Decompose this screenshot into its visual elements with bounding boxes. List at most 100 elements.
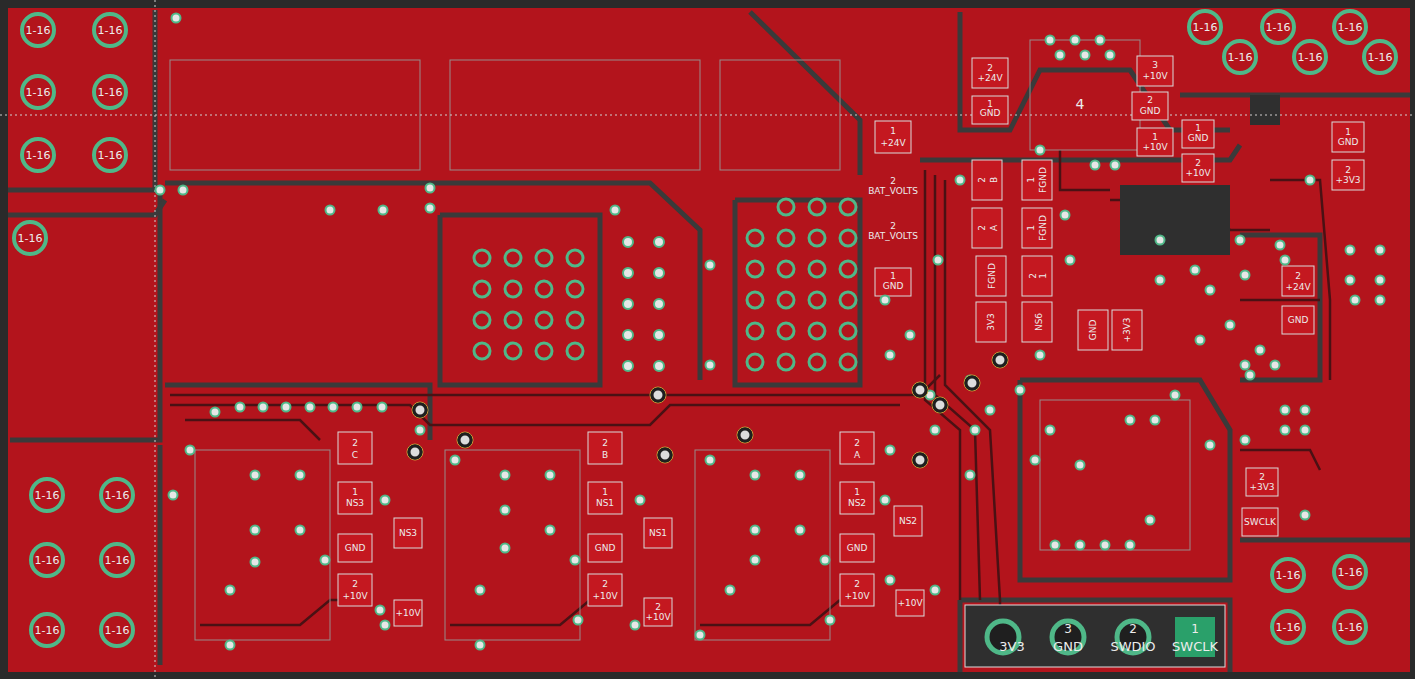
via bbox=[886, 446, 895, 455]
via bbox=[821, 556, 830, 565]
hole-label: 1-16 bbox=[26, 150, 51, 161]
pad-label: 2 bbox=[1195, 159, 1201, 168]
via-array bbox=[747, 230, 763, 246]
pad-label: 1 bbox=[1027, 177, 1036, 183]
hole-label: 1-16 bbox=[35, 625, 60, 636]
via-array bbox=[840, 230, 856, 246]
via bbox=[654, 361, 664, 371]
pad-label: 1 bbox=[1345, 128, 1351, 137]
via-group bbox=[14, 11, 1396, 650]
via-array bbox=[567, 312, 583, 328]
via bbox=[1061, 211, 1070, 220]
pad-label: 2 bbox=[854, 580, 860, 589]
pad-label: 1 bbox=[987, 100, 993, 109]
via-array bbox=[809, 261, 825, 277]
via bbox=[501, 544, 510, 553]
via bbox=[1281, 426, 1290, 435]
via bbox=[426, 184, 435, 193]
via bbox=[1206, 286, 1215, 295]
hole-label: 1-16 bbox=[1338, 622, 1363, 633]
pad-label: 1 bbox=[1195, 124, 1201, 133]
large-via bbox=[657, 447, 673, 463]
via bbox=[881, 296, 890, 305]
via bbox=[186, 446, 195, 455]
via bbox=[259, 403, 268, 412]
via bbox=[886, 576, 895, 585]
hole-label: 1-16 bbox=[1298, 52, 1323, 63]
pin-label: 4 bbox=[1076, 97, 1085, 111]
via bbox=[931, 586, 940, 595]
pad-label: +24V bbox=[1285, 283, 1310, 292]
pad-label: 2 bbox=[1147, 96, 1153, 105]
via-array bbox=[809, 230, 825, 246]
hole-label: 1-16 bbox=[35, 490, 60, 501]
via-array bbox=[778, 199, 794, 215]
pad-label: NS3 bbox=[346, 499, 364, 508]
via bbox=[1281, 256, 1290, 265]
large-via bbox=[934, 399, 946, 411]
mounting-hole bbox=[14, 222, 46, 254]
large-via bbox=[912, 382, 928, 398]
via bbox=[1191, 266, 1200, 275]
via bbox=[654, 330, 664, 340]
pad-label: GND bbox=[595, 544, 616, 553]
mounting-hole bbox=[101, 479, 133, 511]
via bbox=[251, 558, 260, 567]
hole-label: 1-16 bbox=[1338, 567, 1363, 578]
via bbox=[654, 299, 664, 309]
via-array bbox=[778, 230, 794, 246]
via bbox=[881, 496, 890, 505]
pad-label: B bbox=[602, 451, 608, 460]
pad-label: 1 bbox=[854, 488, 860, 497]
via bbox=[211, 408, 220, 417]
via-array bbox=[840, 292, 856, 308]
pad-label: B bbox=[990, 177, 999, 183]
pin-label: 3V3 bbox=[999, 640, 1024, 653]
hole-label: 1-16 bbox=[1368, 52, 1393, 63]
via bbox=[966, 471, 975, 480]
via bbox=[451, 456, 460, 465]
pad-label: +10V bbox=[897, 599, 922, 608]
via bbox=[956, 176, 965, 185]
via bbox=[1036, 351, 1045, 360]
via bbox=[251, 471, 260, 480]
via-array bbox=[840, 354, 856, 370]
via bbox=[631, 621, 640, 630]
via bbox=[1301, 406, 1310, 415]
via bbox=[654, 268, 664, 278]
pad-label: SWCLK bbox=[1244, 518, 1276, 527]
via-array bbox=[747, 292, 763, 308]
via bbox=[1146, 516, 1155, 525]
pad-label: +10V bbox=[1185, 169, 1210, 178]
via bbox=[623, 299, 633, 309]
pad-label: NS3 bbox=[399, 529, 417, 538]
via bbox=[1376, 276, 1385, 285]
via bbox=[546, 526, 555, 535]
via bbox=[282, 403, 291, 412]
large-via bbox=[914, 454, 926, 466]
pad-label: NS6 bbox=[1035, 313, 1044, 331]
pad-label: +24V bbox=[977, 74, 1002, 83]
via-array bbox=[809, 199, 825, 215]
pad-label: 2 bbox=[978, 177, 987, 183]
via bbox=[636, 496, 645, 505]
hole-label: 1-16 bbox=[1338, 22, 1363, 33]
mounting-hole bbox=[1294, 41, 1326, 73]
via-array bbox=[778, 354, 794, 370]
pcb-dark-area bbox=[965, 95, 1280, 667]
via-array bbox=[840, 261, 856, 277]
via bbox=[169, 491, 178, 500]
via bbox=[1071, 36, 1080, 45]
via bbox=[353, 403, 362, 412]
mounting-hole bbox=[1272, 559, 1304, 591]
via bbox=[571, 556, 580, 565]
via bbox=[1376, 296, 1385, 305]
large-via bbox=[914, 384, 926, 396]
header-pins bbox=[987, 617, 1215, 657]
via bbox=[1081, 51, 1090, 60]
pad-label: NS2 bbox=[899, 517, 917, 526]
large-via bbox=[650, 387, 666, 403]
via-array bbox=[474, 312, 490, 328]
via-array bbox=[505, 343, 521, 359]
